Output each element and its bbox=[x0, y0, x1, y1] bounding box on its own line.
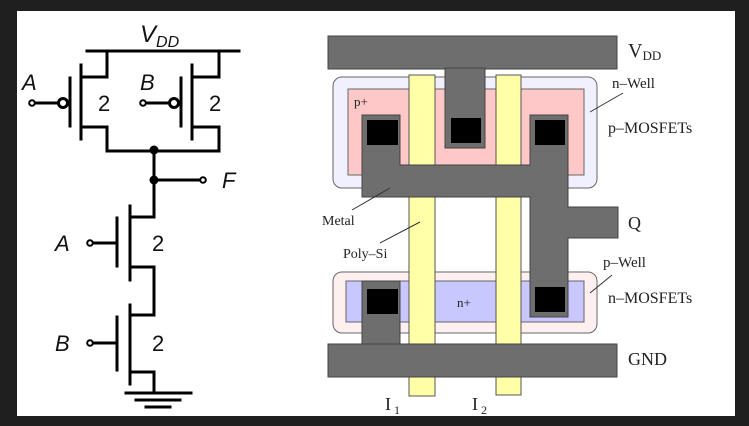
output-label: F bbox=[222, 168, 237, 193]
pmos-b-size: 2 bbox=[209, 91, 221, 116]
poly-gate-2 bbox=[495, 74, 522, 396]
contact bbox=[367, 120, 398, 145]
nmos-b-size: 2 bbox=[152, 331, 164, 356]
contact bbox=[451, 118, 481, 143]
pmos-a-input-label: A bbox=[20, 70, 37, 95]
p-well-label: p–Well bbox=[603, 255, 646, 271]
output-metal bbox=[361, 114, 619, 318]
pmos-b-input-label: B bbox=[140, 70, 155, 95]
output-terminal bbox=[199, 176, 207, 184]
poly-gate-1 bbox=[408, 74, 436, 397]
pmos-a: A 2 bbox=[20, 49, 110, 153]
gnd-label: GND bbox=[628, 349, 667, 369]
nmos-a: A 2 bbox=[53, 204, 164, 317]
vdd-label: VDD bbox=[140, 21, 180, 51]
leader-line bbox=[351, 187, 391, 211]
ground-icon bbox=[124, 391, 193, 409]
layout: VDD n–Well p–MOSFETs p+ Metal Poly–Si Q … bbox=[322, 35, 692, 417]
leader-line bbox=[589, 274, 613, 294]
n-plus-label: n+ bbox=[457, 295, 471, 310]
contact bbox=[535, 120, 565, 145]
p-plus-label: p+ bbox=[354, 94, 368, 109]
layout-vdd-label: VDD bbox=[628, 40, 661, 63]
contact bbox=[367, 289, 398, 314]
schematic: VDD A 2 B 2 bbox=[20, 21, 241, 409]
nmos-b-input-label: B bbox=[55, 331, 70, 356]
n-mosfets-label: n–MOSFETs bbox=[608, 290, 692, 307]
q-label: Q bbox=[628, 213, 641, 233]
nmos-a-input-label: A bbox=[53, 231, 70, 256]
nmos-a-size: 2 bbox=[152, 231, 164, 256]
pmos-a-size: 2 bbox=[98, 91, 110, 116]
n-well-label: n–Well bbox=[612, 76, 655, 92]
leader-line bbox=[589, 92, 624, 113]
leader-line bbox=[379, 221, 421, 244]
contact bbox=[535, 287, 565, 312]
poly-si-label: Poly–Si bbox=[343, 247, 387, 262]
p-mosfets-label: p–MOSFETs bbox=[608, 120, 692, 137]
gnd-metal-rail bbox=[327, 343, 618, 378]
metal-label: Metal bbox=[322, 214, 355, 229]
vdd-metal-rail bbox=[327, 35, 618, 70]
pmos-b: B 2 bbox=[139, 49, 221, 153]
nmos-b: B 2 bbox=[55, 303, 164, 395]
